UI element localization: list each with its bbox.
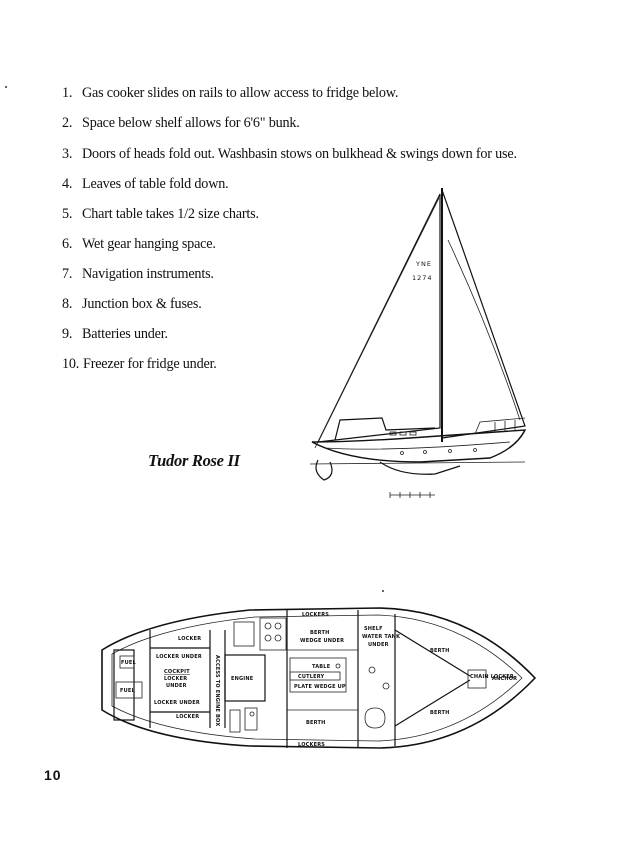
note-text: Junction box & fuses. <box>82 296 202 312</box>
mainsail <box>441 189 526 439</box>
note-item: 5. Chart table takes 1/2 size charts. <box>62 205 259 223</box>
note-text: Freezer for fridge under. <box>83 356 217 372</box>
fuel-tank-2 <box>115 681 143 699</box>
note-number: 2. <box>62 115 73 131</box>
headsail <box>316 193 441 443</box>
page-number: 10 <box>44 767 62 783</box>
hull <box>311 429 527 463</box>
note-number: 6. <box>62 236 73 252</box>
note-text: Gas cooker slides on rails to allow acce… <box>82 85 399 101</box>
note-item: 10.Freezer for fridge under. <box>62 355 217 373</box>
fuel-tank-1 <box>119 655 135 669</box>
scan-speck <box>382 590 384 592</box>
note-item: 1. Gas cooker slides on rails to allow ac… <box>62 84 398 102</box>
svg-text:ACCESS TO ENGINE BOX: ACCESS TO ENGINE BOX <box>214 655 220 726</box>
svg-text:UNDER: UNDER <box>368 642 389 648</box>
boat-name-caption: Tudor Rose II <box>148 451 240 470</box>
cabin-top <box>334 417 436 441</box>
note-number: 1. <box>62 85 73 101</box>
svg-text:LOCKER: LOCKER <box>164 676 187 682</box>
note-text: Navigation instruments. <box>82 266 214 282</box>
note-number: 8. <box>62 296 73 312</box>
svg-text:BERTH: BERTH <box>306 720 325 726</box>
svg-text:LOCKERS: LOCKERS <box>298 742 325 748</box>
sail-number-line2: 1274 <box>412 274 433 282</box>
svg-text:FUEL: FUEL <box>121 660 136 666</box>
note-number: 3. <box>62 146 73 162</box>
plan-hull-outline <box>101 607 537 749</box>
lockers-top-label: LOCKERS <box>302 612 329 618</box>
svg-text:FUEL: FUEL <box>120 688 135 694</box>
accommodation-plan: FUEL FUEL LOCKER LOCKER UNDER COCKPIT LO… <box>101 607 537 749</box>
svg-text:CUTLERY: CUTLERY <box>298 674 325 680</box>
sail-plan-drawing: YNE 1274 <box>309 188 527 498</box>
svg-text:WEDGE UNDER: WEDGE UNDER <box>300 638 344 644</box>
rudder <box>315 459 333 481</box>
note-text: Doors of heads fold out. Washbasin stows… <box>82 146 517 162</box>
note-item: 6. Wet gear hanging space. <box>62 235 216 253</box>
note-number: 5. <box>62 206 73 222</box>
note-text: Batteries under. <box>82 326 168 342</box>
scale-bar <box>389 492 435 498</box>
svg-text:TABLE: TABLE <box>312 664 331 670</box>
svg-text:BERTH: BERTH <box>310 630 329 636</box>
note-number: 9. <box>62 326 73 342</box>
svg-text:ANCHOR: ANCHOR <box>492 676 517 682</box>
engine-label: ENGINE <box>231 676 254 682</box>
svg-text:UNDER: UNDER <box>166 683 187 689</box>
svg-text:COCKPIT: COCKPIT <box>164 669 190 675</box>
svg-text:SHELF: SHELF <box>364 626 383 632</box>
note-item: 4. Leaves of table fold down. <box>62 175 229 193</box>
sail-number-line1: YNE <box>415 260 432 268</box>
svg-text:LOCKER: LOCKER <box>176 714 199 720</box>
svg-text:PLATE WEDGE UP: PLATE WEDGE UP <box>294 684 346 690</box>
note-item: 7. Navigation instruments. <box>62 265 214 283</box>
svg-text:LOCKER: LOCKER <box>178 636 201 642</box>
svg-text:BERTH: BERTH <box>430 710 449 716</box>
svg-text:LOCKER UNDER: LOCKER UNDER <box>156 654 202 660</box>
note-text: Space below shelf allows for 6'6" bunk. <box>82 115 300 131</box>
keel <box>379 461 461 475</box>
note-item: 9. Batteries under. <box>62 325 168 343</box>
note-number: 10. <box>62 356 80 372</box>
svg-text:LOCKER UNDER: LOCKER UNDER <box>154 700 200 706</box>
note-item: 8. Junction box & fuses. <box>62 295 202 313</box>
scan-speck <box>5 86 7 88</box>
note-item: 2. Space below shelf allows for 6'6" bunk… <box>62 114 300 132</box>
svg-text:CHAIN LOCKER: CHAIN LOCKER <box>470 674 514 680</box>
svg-text:WATER TANK: WATER TANK <box>362 634 401 640</box>
note-item: 3. Doors of heads fold out. Washbasin sto… <box>62 145 517 163</box>
note-text: Leaves of table fold down. <box>82 176 229 192</box>
note-text: Chart table takes 1/2 size charts. <box>82 206 259 222</box>
svg-text:BERTH: BERTH <box>430 648 449 654</box>
note-text: Wet gear hanging space. <box>82 236 216 252</box>
note-number: 7. <box>62 266 73 282</box>
note-number: 4. <box>62 176 73 192</box>
